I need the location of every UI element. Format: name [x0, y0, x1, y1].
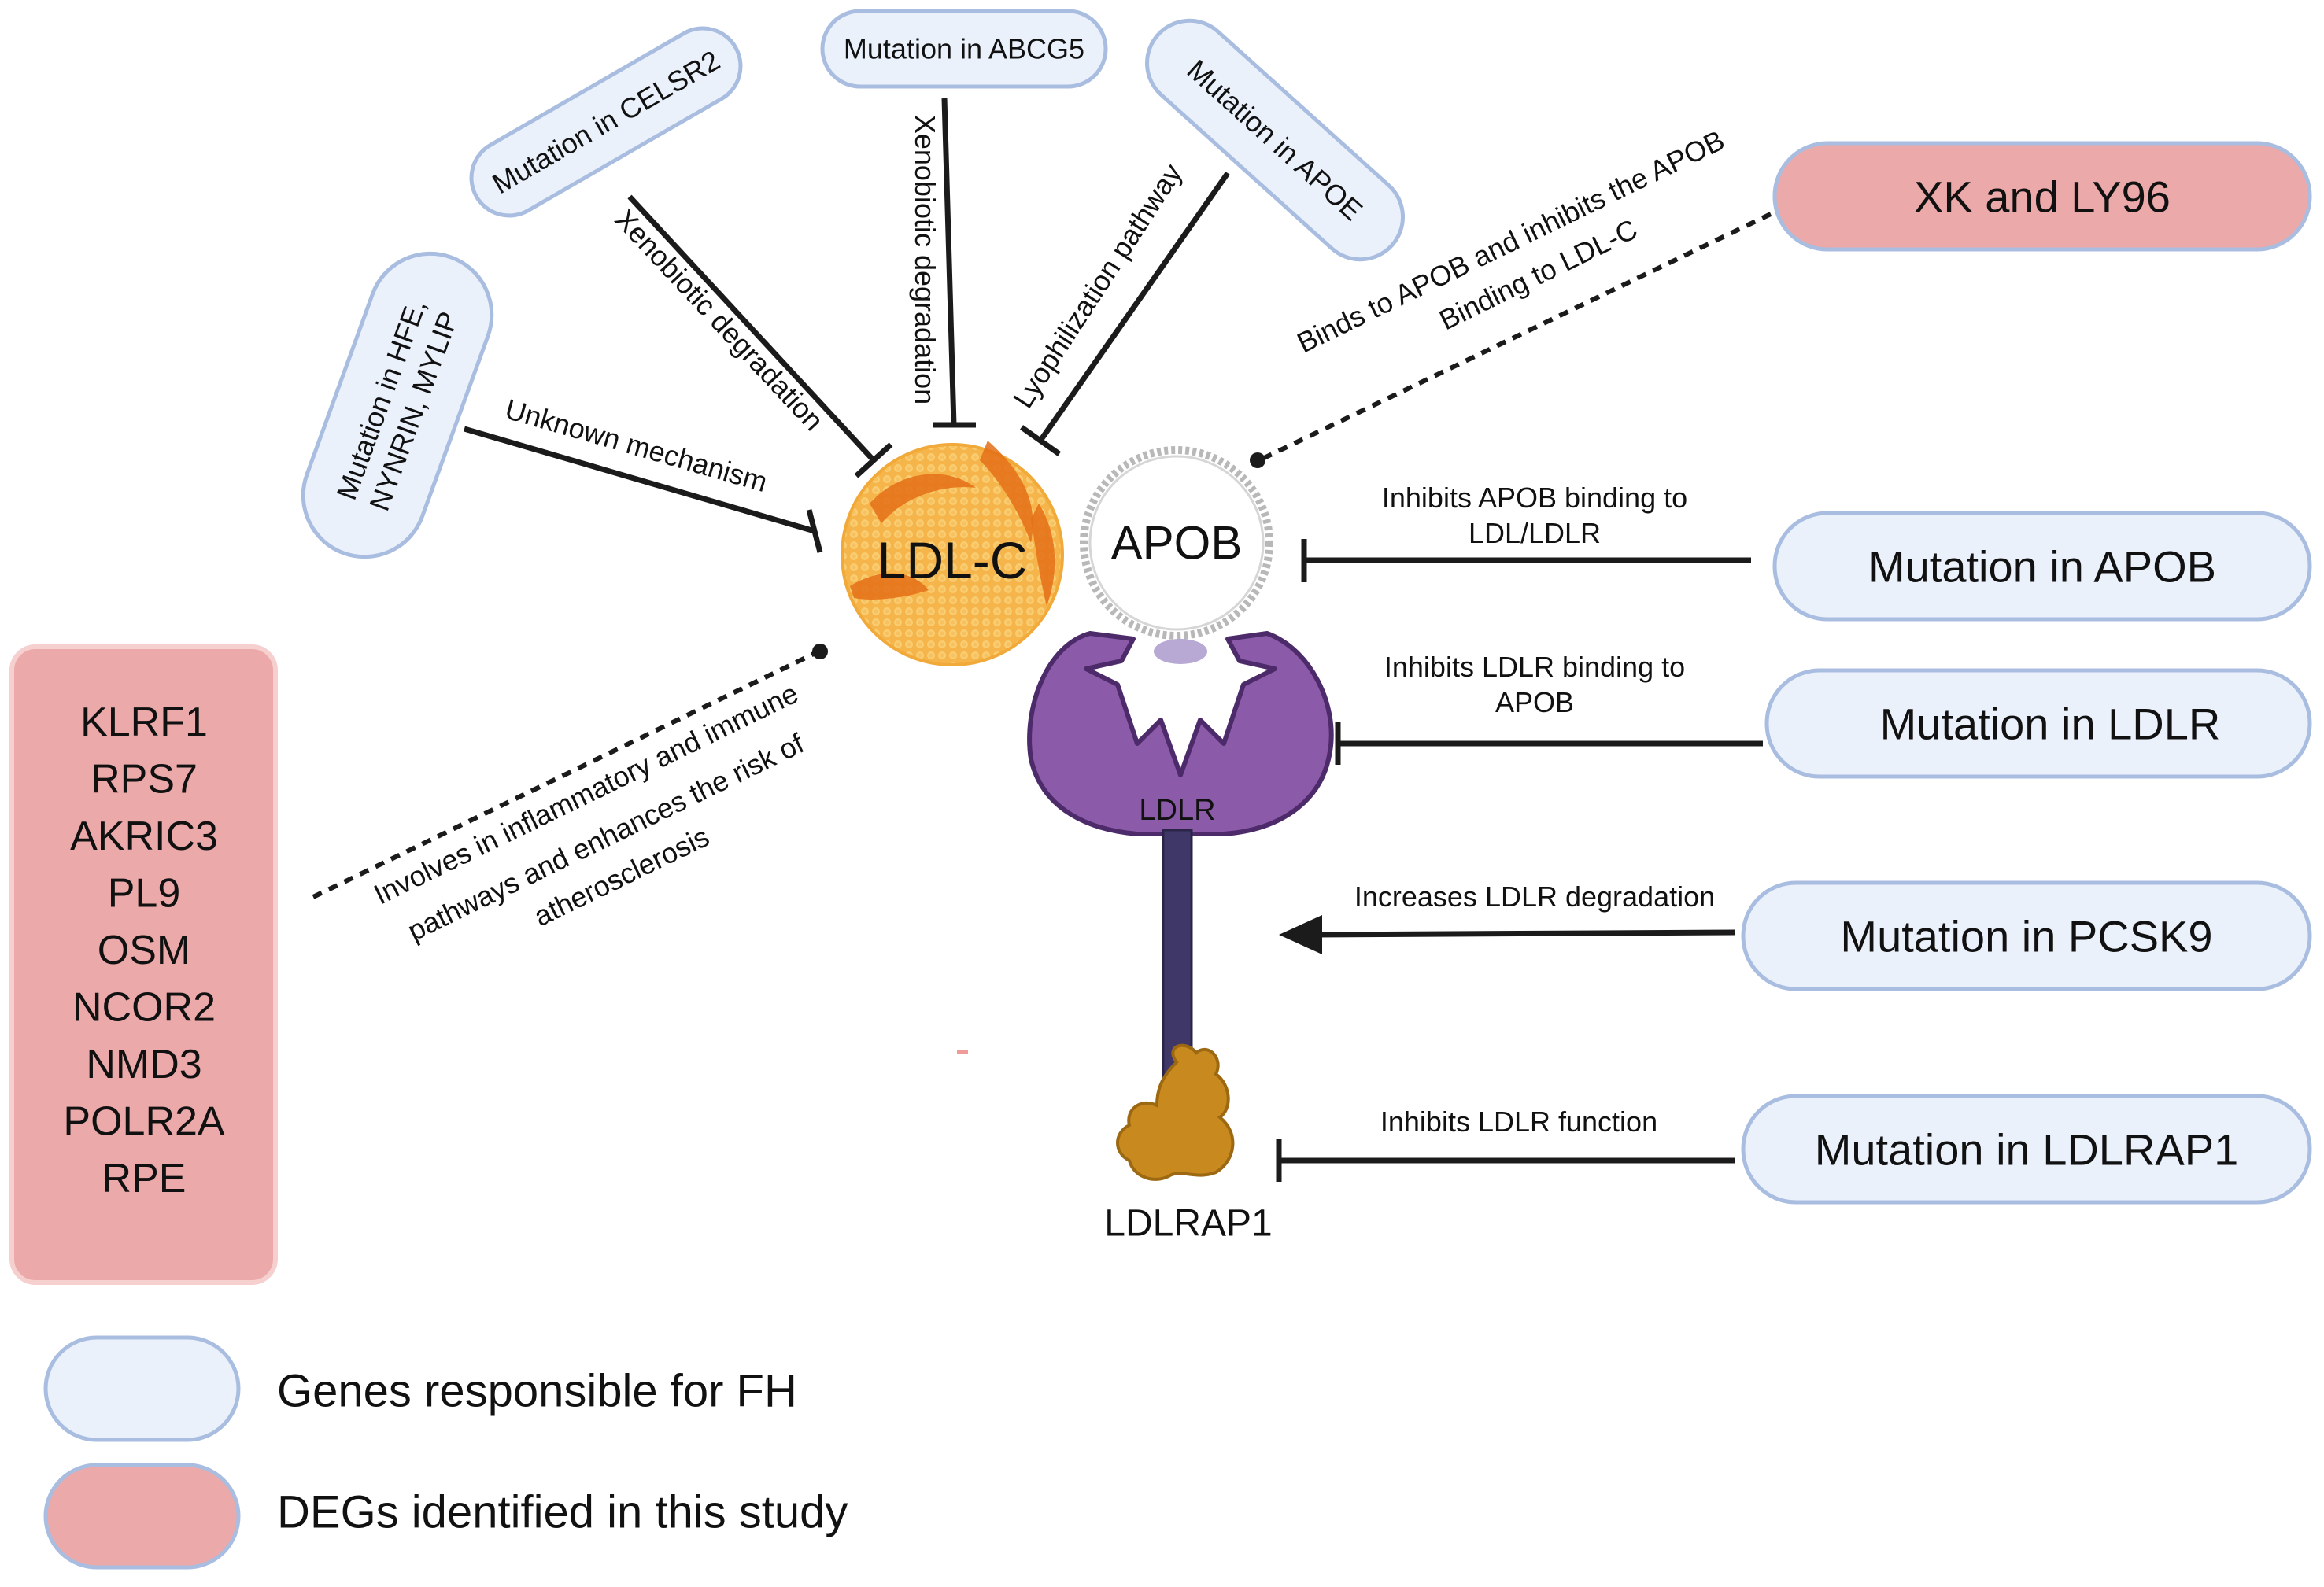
gene-pill-apob: Mutation in APOB	[1772, 511, 2312, 622]
deg-label: XK and LY96	[1914, 172, 2171, 222]
gene-label: Mutation in ABCG5	[844, 33, 1084, 65]
legend-label: DEGs identified in this study	[277, 1487, 848, 1538]
edge-label: Increases LDLR degradation	[1354, 880, 1715, 913]
deg-list-item: OSM	[98, 928, 190, 973]
ldlrap1-label: LDLRAP1	[1104, 1203, 1272, 1245]
pink-mark	[957, 1050, 968, 1054]
edge-label: Xenobiotic degradation	[909, 115, 941, 404]
gene-label: Mutation in PCSK9	[1840, 912, 2212, 961]
gene-pill-abcg5: Mutation in ABCG5	[820, 9, 1108, 89]
apob-label: APOB	[1111, 517, 1243, 570]
edge-label: Inhibits LDLR function	[1380, 1105, 1657, 1138]
deg-list-item: RPE	[102, 1156, 187, 1201]
edge-apob: Inhibits APOB binding to LDL/LDLR	[1301, 482, 1751, 582]
gene-pill-celsr2: Mutation in CELSR2	[469, 26, 743, 218]
gene-pill-pcsk9: Mutation in PCSK9	[1741, 880, 2312, 991]
deg-list-item: AKRIC3	[70, 814, 218, 859]
gene-pill-apoe: Mutation in APOE	[1145, 18, 1405, 262]
edge-ldlr: Inhibits LDLR binding to APOB	[1335, 651, 1763, 765]
deg-pill-xk-ly96: XK and LY96	[1772, 141, 2312, 252]
ldl-c-label: LDL-C	[878, 531, 1028, 589]
legend-label: Genes responsible for FH	[277, 1366, 797, 1417]
edge-label: Lyophilization pathway	[1007, 158, 1188, 414]
apob-particle: APOB	[1080, 446, 1273, 664]
edge-label: Xenobiotic degradation	[609, 203, 830, 437]
ldlr-label: LDLR	[1139, 794, 1215, 827]
deg-list-item: NCOR2	[72, 985, 216, 1031]
gene-pill-ldlr: Mutation in LDLR	[1764, 668, 2312, 779]
gene-pill-ldlrap1: Mutation in LDLRAP1	[1741, 1094, 2312, 1205]
legend: Genes responsible for FH DEGs identified…	[43, 1335, 848, 1570]
deg-list-item: POLR2A	[63, 1099, 225, 1145]
deg-list-item: NMD3	[86, 1042, 201, 1087]
edge-hfe: Unknown mechanism	[464, 393, 823, 553]
edge-apoe: Lyophilization pathway	[1007, 158, 1230, 456]
legend-item-fh: Genes responsible for FH	[43, 1335, 797, 1442]
deg-list-item: RPS7	[91, 757, 198, 803]
edge-label-line2: LDL/LDLR	[1469, 517, 1601, 549]
legend-item-deg: DEGs identified in this study	[43, 1463, 848, 1570]
edge-deg-list: Involves in inflammatory and immune path…	[312, 644, 828, 947]
ldl-c-particle: LDL-C	[841, 441, 1064, 666]
edge-ldlrap1: Inhibits LDLR function	[1276, 1105, 1735, 1182]
ldlrap1-protein: LDLRAP1	[1104, 1043, 1273, 1245]
edge-label: Unknown mechanism	[501, 393, 770, 498]
deg-list-item: KLRF1	[80, 699, 208, 745]
edge-abcg5: Xenobiotic degradation	[909, 98, 976, 428]
deg-list-item: PL9	[108, 871, 181, 917]
gene-pill-hfe: Mutation in HFE, NYNRIN, MYLIP	[301, 251, 494, 559]
edge-label-line2: APOB	[1495, 686, 1574, 718]
edge-pcsk9: Increases LDLR degradation	[1279, 880, 1736, 954]
gene-label: Mutation in LDLRAP1	[1815, 1125, 2239, 1175]
gene-label: Mutation in CELSR2	[487, 44, 726, 201]
gene-label: Mutation in APOB	[1868, 542, 2216, 592]
edge-label-line1: Inhibits LDLR binding to	[1384, 651, 1685, 683]
edge-label-line1: Inhibits APOB binding to	[1382, 482, 1687, 514]
gene-label: Mutation in LDLR	[1880, 699, 2221, 749]
